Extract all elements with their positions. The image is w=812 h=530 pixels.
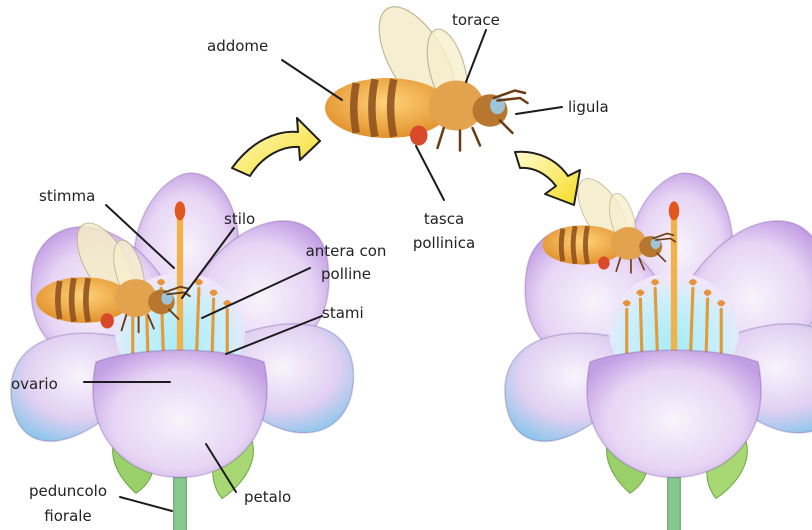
label-peduncolo-line2: fiorale	[44, 507, 91, 525]
label-antera-line2: polline	[321, 265, 371, 283]
label-ovario: ovario	[11, 375, 58, 393]
flower-right	[505, 173, 812, 530]
label-ligula: ligula	[568, 98, 609, 116]
label-torace: torace	[452, 11, 500, 29]
flower-left	[11, 173, 354, 530]
label-addome: addome	[207, 37, 268, 55]
leader-addome	[282, 60, 342, 100]
label-stilo: stilo	[224, 210, 255, 228]
leader-ligula	[516, 107, 562, 114]
label-stami: stami	[322, 304, 364, 322]
leader-peduncolo	[120, 497, 172, 511]
leader-torace	[466, 30, 486, 82]
label-antera-line1: antera con	[306, 242, 387, 260]
label-tasca-line1: tasca	[424, 210, 464, 228]
label-peduncolo-line1: peduncolo	[29, 482, 107, 500]
arrow-left	[232, 118, 320, 176]
label-petalo: petalo	[244, 488, 291, 506]
label-stimma: stimma	[39, 187, 95, 205]
arrow-right	[515, 152, 580, 205]
leader-tasca	[416, 146, 444, 200]
label-tasca-line2: pollinica	[413, 234, 475, 252]
